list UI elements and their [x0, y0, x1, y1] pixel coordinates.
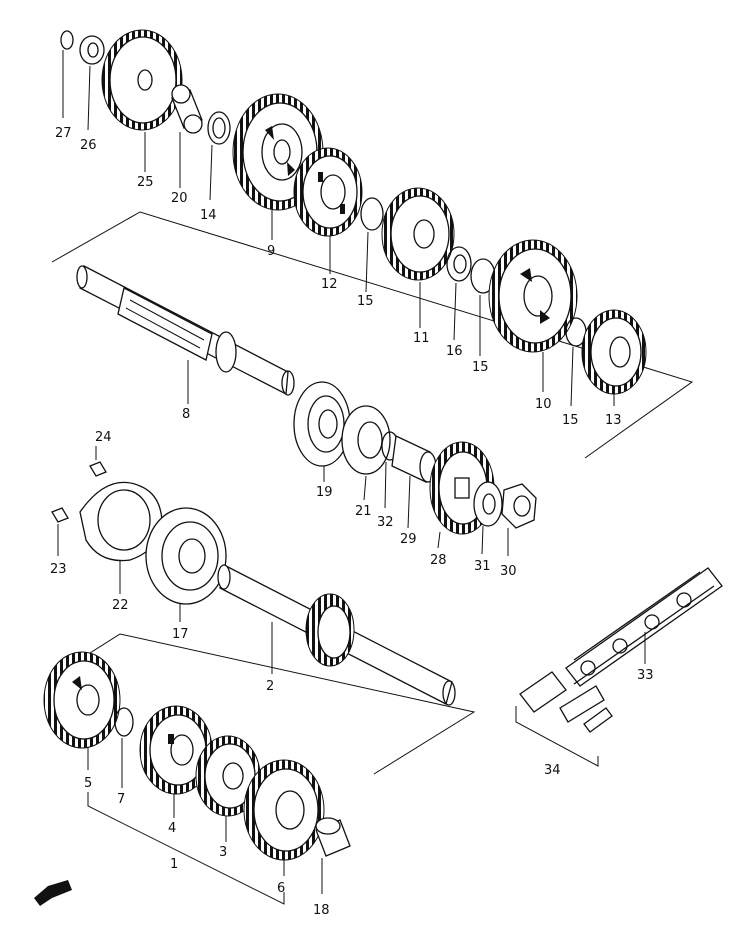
- label-18: 18: [313, 903, 330, 918]
- label-17: 17: [172, 627, 189, 642]
- part-7-circlip: [114, 707, 134, 788]
- label-3: 3: [219, 845, 227, 860]
- part-31-lock-washer: [473, 481, 503, 555]
- forward-arrow-icon: [34, 880, 72, 906]
- label-14: 14: [200, 208, 217, 223]
- label-24: 24: [95, 430, 112, 445]
- part-21-oil-seal: [341, 405, 391, 501]
- part-29-spacer: [391, 435, 437, 529]
- label-5: 5: [84, 776, 92, 791]
- label-15-c: 15: [562, 413, 579, 428]
- part-4-gear: [139, 705, 213, 818]
- part-23-bolt: [51, 507, 69, 556]
- part-8-countershaft: [76, 265, 295, 404]
- label-10: 10: [535, 397, 552, 412]
- part-27-circlip: [60, 30, 74, 118]
- part-6-gear: [243, 759, 325, 876]
- label-8: 8: [182, 407, 190, 422]
- part-12-gear: [293, 147, 363, 274]
- upper-group-bracket: [51, 211, 694, 459]
- label-1: 1: [170, 857, 178, 872]
- label-15-b: 15: [472, 360, 489, 375]
- part-11-gear: [381, 187, 455, 328]
- label-33: 33: [637, 668, 654, 683]
- part-18-bushing: [315, 817, 351, 894]
- label-11: 11: [413, 331, 430, 346]
- part-17-bearing: [145, 507, 227, 622]
- part-13-gear: [581, 309, 647, 406]
- part-1-assembly-bracket: [87, 792, 285, 905]
- label-27: 27: [55, 126, 72, 141]
- label-34: 34: [544, 763, 561, 778]
- label-26: 26: [80, 138, 97, 153]
- label-19: 19: [316, 485, 333, 500]
- label-2: 2: [266, 679, 274, 694]
- label-12: 12: [321, 277, 338, 292]
- label-29: 29: [400, 532, 417, 547]
- label-16: 16: [446, 344, 463, 359]
- label-9: 9: [267, 244, 275, 259]
- part-34-master-link: [515, 671, 613, 767]
- label-6: 6: [277, 881, 285, 896]
- label-13: 13: [605, 413, 622, 428]
- part-14-washer: [207, 111, 231, 201]
- label-7: 7: [117, 792, 125, 807]
- part-10-gear: [488, 239, 578, 392]
- label-32: 32: [377, 515, 394, 530]
- part-15-circlip-a: [360, 197, 384, 293]
- part-16-washer: [446, 246, 472, 341]
- label-23: 23: [50, 562, 67, 577]
- part-19-bearing: [293, 381, 351, 482]
- label-4: 4: [168, 821, 176, 836]
- label-30: 30: [500, 564, 517, 579]
- label-25: 25: [137, 175, 154, 190]
- part-33-chain: [565, 567, 723, 687]
- part-26-washer: [79, 35, 105, 131]
- part-30-nut: [501, 483, 537, 556]
- part-24-bolt: [89, 446, 107, 477]
- part-25-gear: [101, 29, 183, 172]
- part-5-gear: [43, 651, 121, 770]
- label-20: 20: [171, 191, 188, 206]
- part-3-gear: [195, 735, 261, 842]
- label-28: 28: [430, 553, 447, 568]
- label-22: 22: [112, 598, 129, 613]
- label-15-a: 15: [357, 294, 374, 309]
- label-31: 31: [474, 559, 491, 574]
- label-21: 21: [355, 504, 372, 519]
- part-2-driveshaft: [217, 564, 456, 706]
- part-20-bushing: [171, 84, 203, 188]
